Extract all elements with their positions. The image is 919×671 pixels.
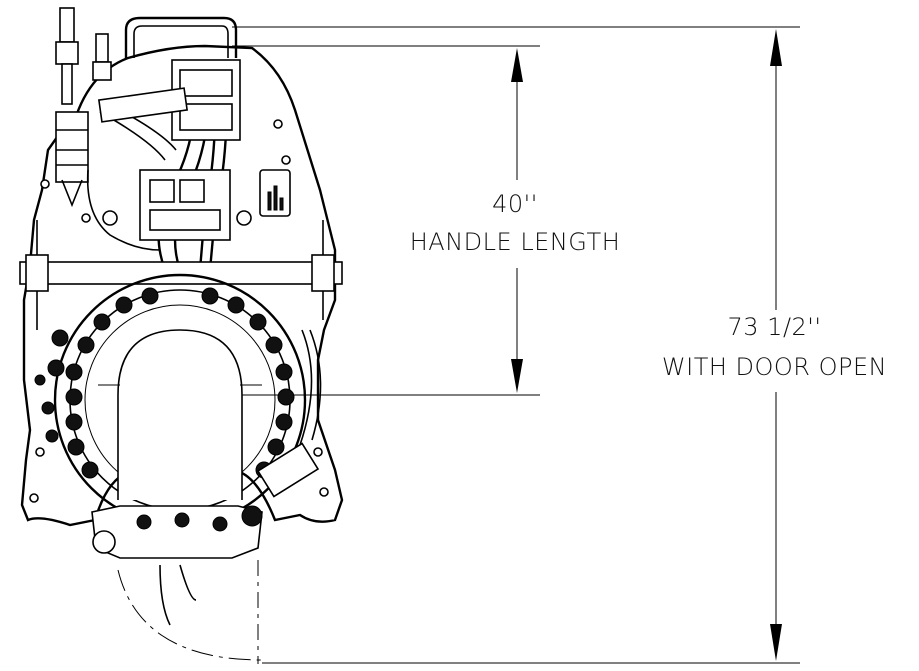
door-hinge <box>241 505 263 527</box>
body-outline <box>20 44 344 527</box>
handle-top-arrowhead <box>511 48 523 82</box>
door-swing-arc <box>117 569 263 661</box>
overall-top-arrowhead <box>770 29 782 66</box>
pipe-opening <box>117 329 243 500</box>
clamp-ring <box>34 273 307 527</box>
top-handle <box>124 16 238 58</box>
door-cylinder <box>256 442 320 498</box>
ring-bolts <box>34 287 295 479</box>
lever-arm <box>97 87 189 123</box>
overall-height-label: 73 1/2'' WITH DOOR OPEN <box>632 307 917 387</box>
control-manifold <box>139 169 231 241</box>
handle-length-caption: HANDLE LENGTH <box>409 228 621 256</box>
handle-length-label: 40'' HANDLE LENGTH <box>380 185 650 261</box>
overall-height-value: 73 1/2'' <box>727 313 822 341</box>
overall-bottom-arrowhead <box>770 624 782 661</box>
lower-door <box>91 505 263 559</box>
handle-bottom-arrowhead <box>511 359 523 393</box>
overall-height-caption: WITH DOOR OPEN <box>661 353 888 381</box>
body-fasteners <box>29 119 329 503</box>
machine <box>19 7 344 664</box>
hydraulic-couplers <box>55 7 112 208</box>
handle-length-value: 40'' <box>492 190 538 218</box>
overall-dimension <box>232 26 800 664</box>
handle-dimension <box>198 45 540 396</box>
cross-bar <box>19 261 343 285</box>
